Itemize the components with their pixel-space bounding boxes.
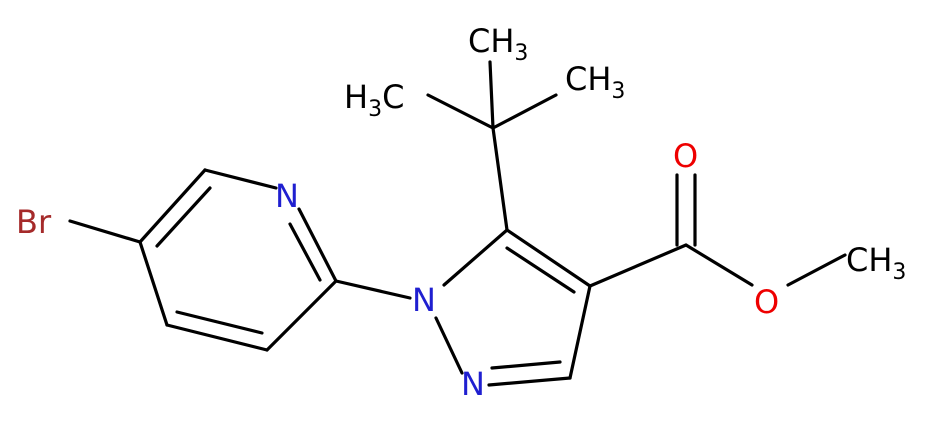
bond-n-c2-inner bbox=[288, 222, 322, 282]
bond-c5-c4-inner bbox=[155, 186, 212, 248]
bond-ccarb-oester bbox=[684, 243, 754, 287]
bond-c3-c4p-inner bbox=[175, 310, 264, 335]
atom-label-ester-oxygen: O bbox=[754, 283, 779, 321]
bond-c3-c4p bbox=[165, 323, 269, 352]
bond-c5z-n1 bbox=[442, 228, 509, 287]
atom-label-pyrazole-n1: N bbox=[412, 281, 436, 319]
atom-label-methyl-ester: CH3 bbox=[846, 241, 906, 285]
methyl-top-main: H bbox=[490, 22, 514, 60]
bond-c3z-c4z bbox=[568, 284, 592, 380]
methyl-top-sub: 3 bbox=[514, 41, 528, 66]
bond-c2-n1 bbox=[334, 279, 412, 300]
atom-label-carbonyl-oxygen: O bbox=[673, 137, 698, 175]
bond-cq-ch3top bbox=[488, 60, 495, 130]
methyl-ester-sub: 3 bbox=[892, 260, 906, 285]
methyl-ester-main: CH bbox=[846, 241, 892, 279]
bond-br-c5 bbox=[68, 219, 142, 244]
bond-oester-ch3 bbox=[786, 253, 847, 287]
bond-c4z-c5z bbox=[505, 228, 592, 288]
bond-n1-n2 bbox=[434, 316, 464, 375]
methyl-top-prefix: C bbox=[468, 22, 490, 60]
atom-label-methyl-left: H3C bbox=[344, 78, 404, 122]
methyl-right-sub: 3 bbox=[611, 79, 625, 104]
bond-cq-ch3left bbox=[426, 93, 495, 130]
atom-label-methyl-right: CH3 bbox=[565, 60, 625, 104]
bond-c5z-cq bbox=[491, 126, 509, 232]
bond-n-c2 bbox=[297, 207, 338, 283]
bond-c4p-c5 bbox=[138, 240, 169, 327]
bond-c4-n bbox=[203, 168, 278, 190]
bond-cq-ch3right bbox=[491, 93, 558, 130]
bond-c4z-ccarb bbox=[588, 243, 688, 288]
atom-label-layer: Br N N N O O CH3 H3C CH3 CH3 bbox=[16, 22, 906, 403]
methyl-left-main: H bbox=[344, 78, 368, 116]
methyl-left-sub: 3 bbox=[368, 97, 382, 122]
bond-c2-c3 bbox=[265, 279, 338, 352]
atom-label-methyl-top: CH3 bbox=[468, 22, 528, 66]
atom-label-pyrazole-n2: N bbox=[461, 365, 485, 403]
bond-c4z-c5z-inner bbox=[505, 246, 576, 294]
bond-c5-c4 bbox=[138, 168, 207, 244]
methyl-left-tail: C bbox=[382, 78, 404, 116]
bond-n2-c3z-inner bbox=[490, 360, 562, 370]
bond-n2-c3z bbox=[487, 376, 572, 387]
atom-label-pyridine-nitrogen: N bbox=[275, 177, 299, 215]
methyl-right-main: CH bbox=[565, 60, 611, 98]
atom-label-bromine: Br bbox=[16, 203, 52, 241]
bond-layer bbox=[68, 60, 847, 387]
